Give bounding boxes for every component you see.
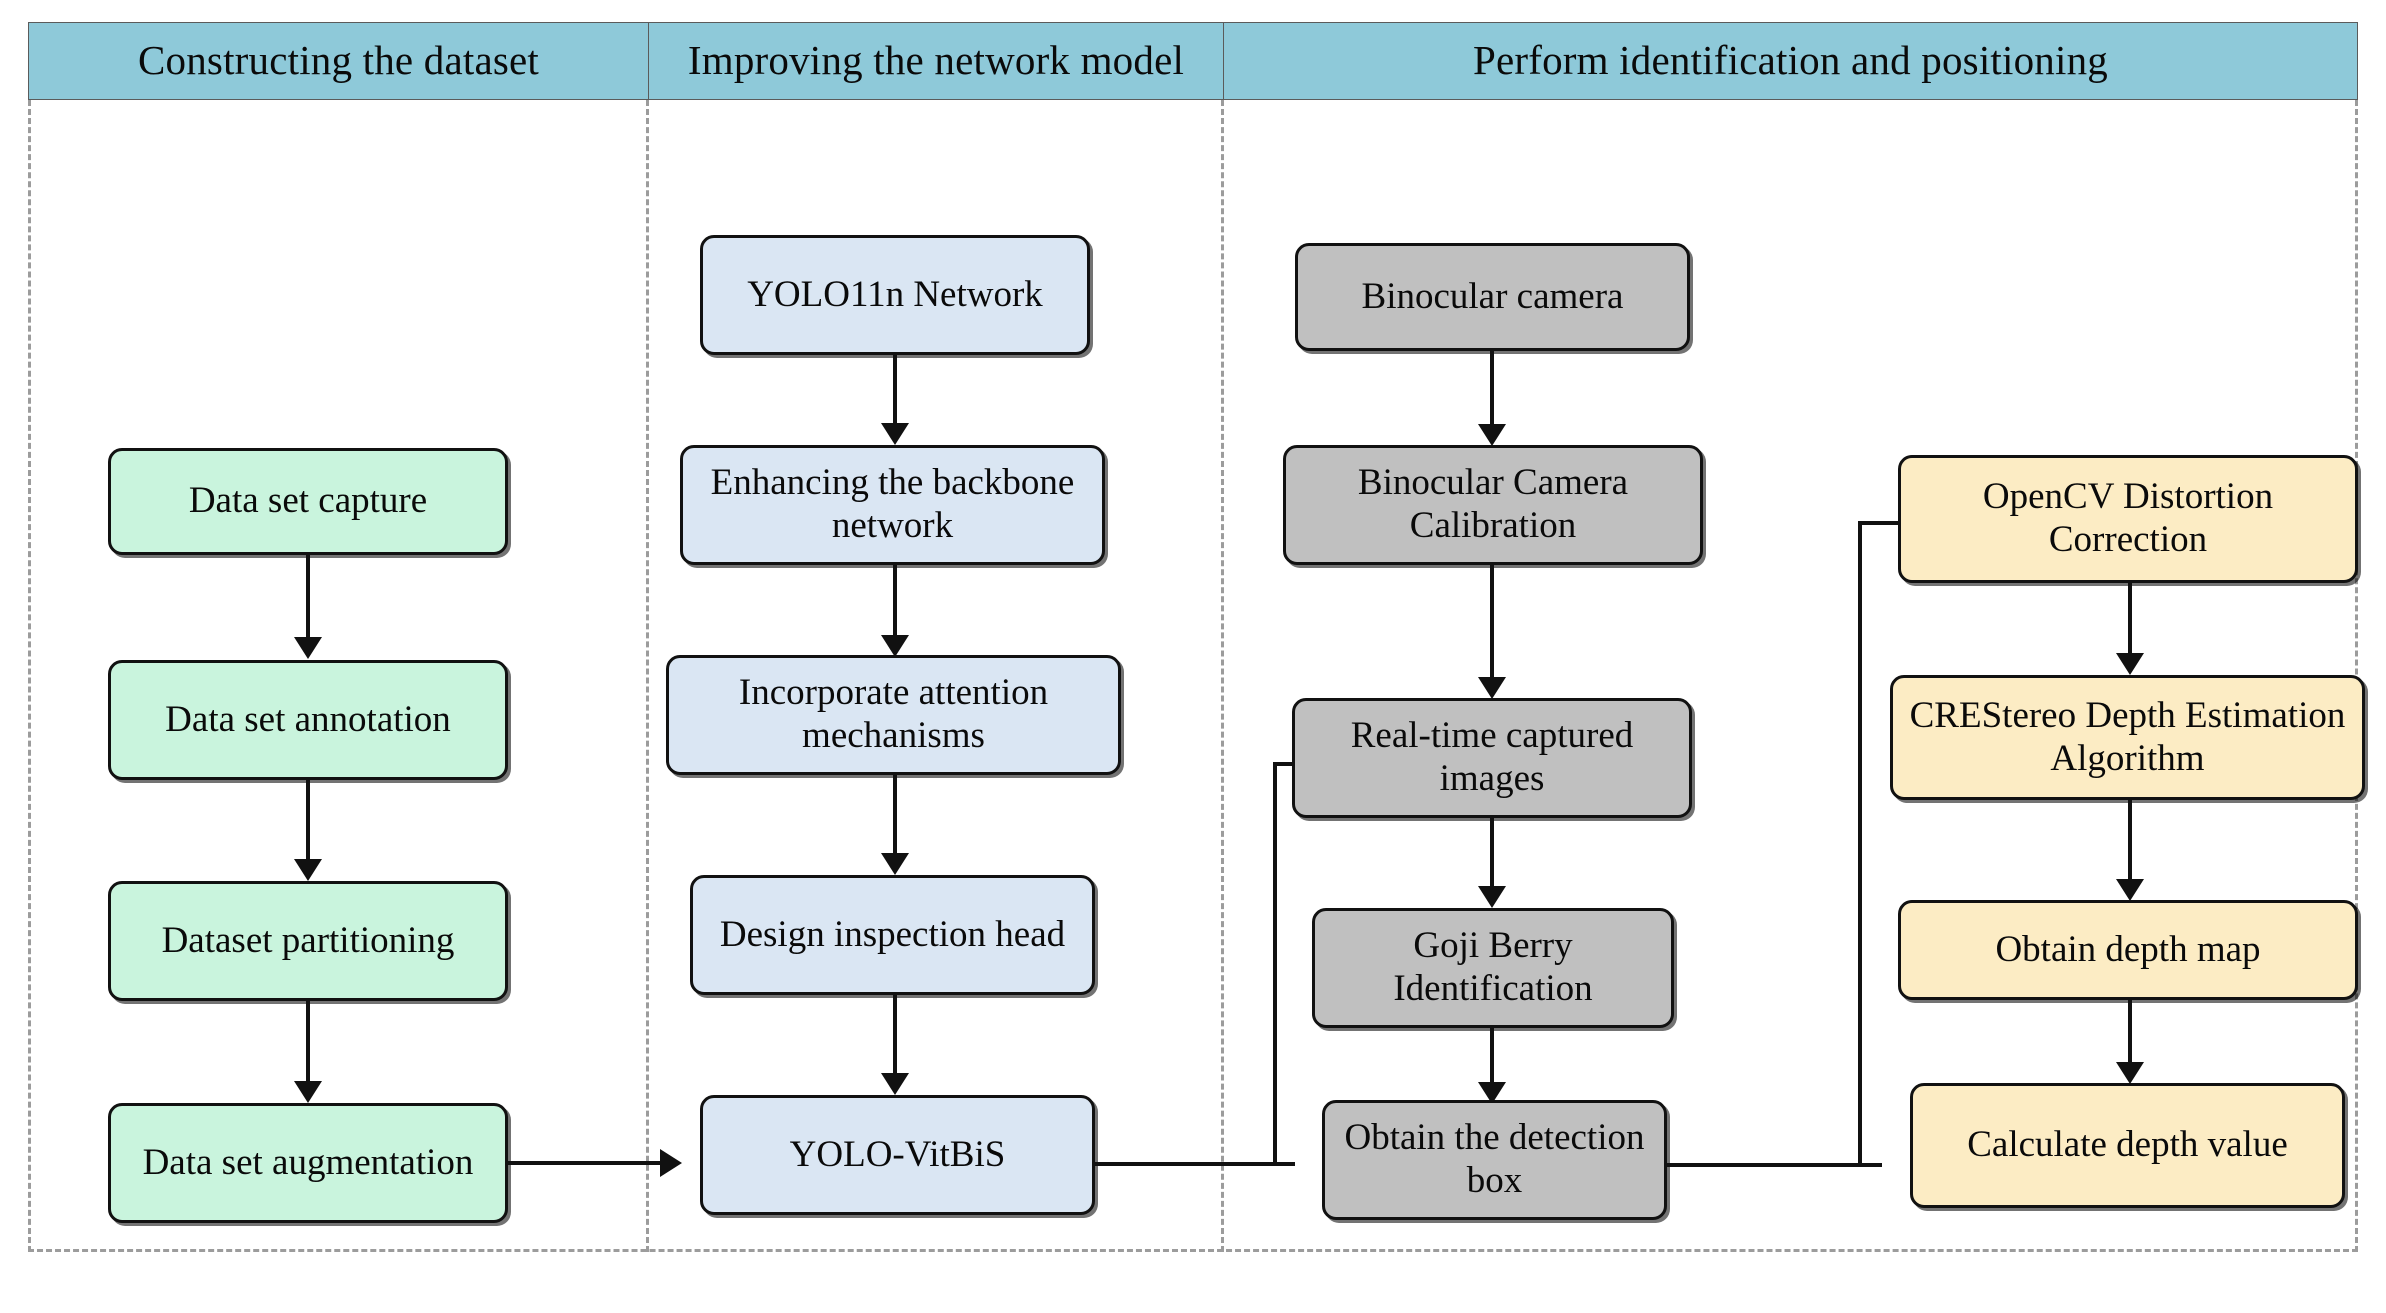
swimlane-header-band: Constructing the dataset Improving the n… [28,22,2358,100]
edge-attention-inspection-line [893,775,897,861]
edge-detectionbox-opencv-h1 [1667,1163,1882,1167]
edge-augmentation-vitbis-line [508,1161,668,1165]
node-incorporate-attention-mechanisms[interactable]: Incorporate attention mechanisms [666,655,1121,775]
edge-camera-calibration-arrow [1478,424,1506,446]
lane-divider-1 [646,100,649,1252]
edge-crestereo-depthmap-line [2128,800,2132,887]
edge-goji-detectionbox-line [1490,1028,1494,1090]
lane-divider-2 [1221,100,1224,1252]
node-enhancing-the-backbone-network[interactable]: Enhancing the backbone network [680,445,1105,565]
edge-opencv-crestereo-line [2128,583,2132,661]
header-perform-identification-and-positioning: Perform identification and positioning [1224,23,2357,99]
edge-partitioning-augmentation-arrow [294,1081,322,1103]
node-dataset-partitioning[interactable]: Dataset partitioning [108,881,508,1001]
edge-partitioning-augmentation-line [306,1001,310,1089]
edge-vitbis-realtime-v [1273,762,1277,1164]
edge-depthmap-calculate-arrow [2116,1062,2144,1084]
node-calculate-depth-value[interactable]: Calculate depth value [1910,1083,2345,1208]
edge-backbone-attention-arrow [881,635,909,657]
edge-realtime-goji-line [1490,818,1494,894]
edge-goji-detectionbox-arrow [1478,1082,1506,1104]
edge-capture-annotation-line [306,555,310,645]
node-yolo11n-network[interactable]: YOLO11n Network [700,235,1090,355]
node-data-set-annotation[interactable]: Data set annotation [108,660,508,780]
node-goji-berry-identification[interactable]: Goji Berry Identification [1312,908,1674,1028]
node-binocular-camera[interactable]: Binocular camera [1295,243,1690,351]
node-binocular-camera-calibration[interactable]: Binocular Camera Calibration [1283,445,1703,565]
edge-camera-calibration-line [1490,351,1494,432]
edge-realtime-goji-arrow [1478,886,1506,908]
node-data-set-capture[interactable]: Data set capture [108,448,508,555]
edge-crestereo-depthmap-arrow [2116,879,2144,901]
edge-inspection-vitbis-arrow [881,1073,909,1095]
node-obtain-the-detection-box[interactable]: Obtain the detection box [1322,1100,1667,1220]
node-crestereo-depth-estimation-algorithm[interactable]: CREStereo Depth Estimation Algorithm [1890,675,2365,800]
edge-capture-annotation-arrow [294,637,322,659]
edge-attention-inspection-arrow [881,853,909,875]
edge-backbone-attention-line [893,565,897,643]
edge-detectionbox-opencv-v [1858,521,1862,1165]
edge-yolo11n-backbone-arrow [881,423,909,445]
node-design-inspection-head[interactable]: Design inspection head [690,875,1095,995]
edge-inspection-vitbis-line [893,995,897,1081]
edge-depthmap-calculate-line [2128,1000,2132,1070]
header-improving-the-network-model: Improving the network model [649,23,1224,99]
node-yolo-vitbis[interactable]: YOLO-VitBiS [700,1095,1095,1215]
node-real-time-captured-images[interactable]: Real-time captured images [1292,698,1692,818]
edge-calibration-realtime-line [1490,565,1494,685]
edge-yolo11n-backbone-line [893,355,897,431]
edge-augmentation-vitbis-arrow [660,1149,682,1177]
header-constructing-the-dataset: Constructing the dataset [29,23,649,99]
edge-calibration-realtime-arrow [1478,677,1506,699]
edge-annotation-partitioning-line [306,780,310,867]
edge-annotation-partitioning-arrow [294,859,322,881]
node-data-set-augmentation[interactable]: Data set augmentation [108,1103,508,1223]
node-obtain-depth-map[interactable]: Obtain depth map [1898,900,2358,1000]
edge-opencv-crestereo-arrow [2116,653,2144,675]
node-opencv-distortion-correction[interactable]: OpenCV Distortion Correction [1898,455,2358,583]
edge-vitbis-realtime-h1 [1095,1162,1295,1166]
